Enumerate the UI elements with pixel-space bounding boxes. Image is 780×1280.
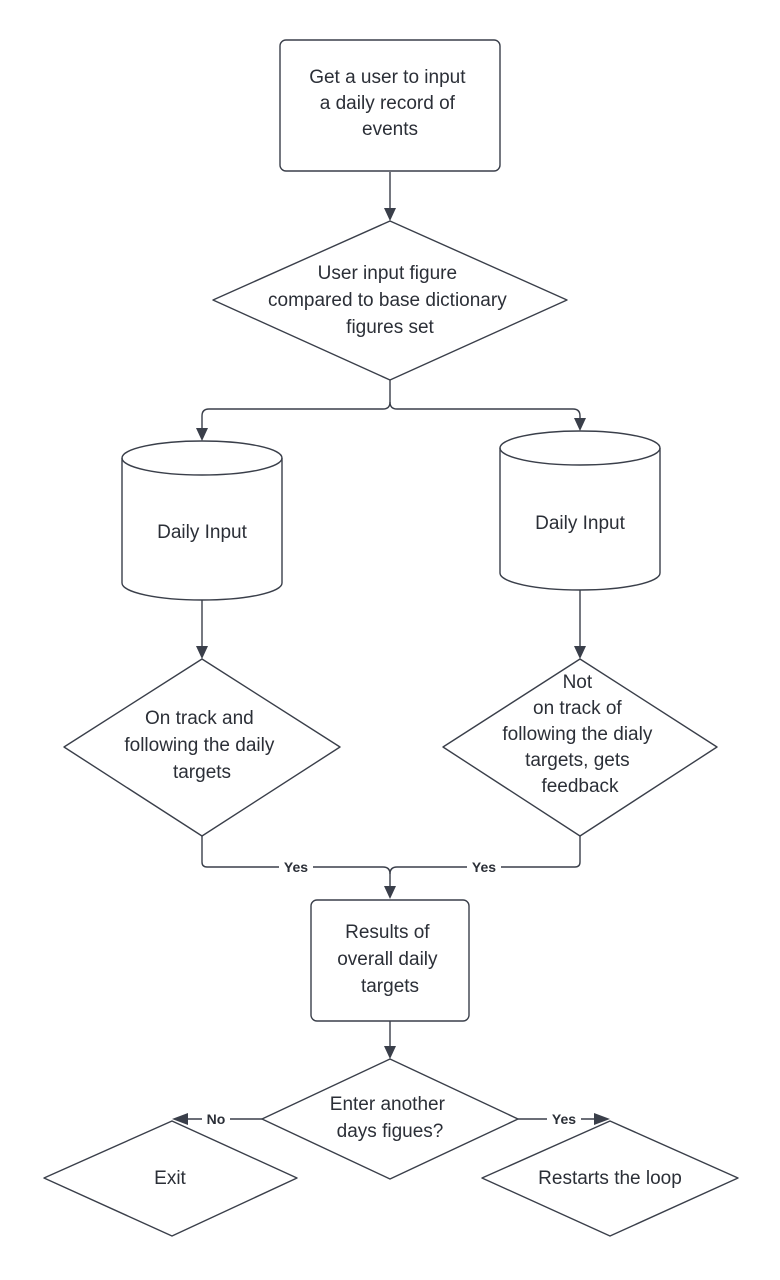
edges-layer: Yes Yes No Yes xyxy=(172,172,610,1128)
node-on-track-line: targets xyxy=(173,762,231,783)
edge-label-no: No xyxy=(207,1111,226,1127)
node-exit-line: Exit xyxy=(154,1168,186,1189)
node-daily-input-left-text: Daily Input xyxy=(157,522,247,543)
node-results-line: targets xyxy=(361,976,419,997)
node-not-on-track-line: on track of xyxy=(533,698,622,719)
node-results-line: Results of xyxy=(345,922,430,943)
node-results-line: overall daily xyxy=(337,949,438,970)
edge-start-to-compare xyxy=(384,172,396,221)
node-exit[interactable]: Exit xyxy=(43,1120,298,1237)
edge-label-yes-bottom: Yes xyxy=(552,1111,576,1127)
node-restart-text: Restarts the loop xyxy=(538,1168,682,1189)
node-another-day[interactable]: Enter another days figues? xyxy=(261,1058,519,1180)
edge-another-day-to-exit: No xyxy=(172,1110,262,1128)
edge-daily-input-right-to-not-on-track xyxy=(574,590,586,659)
edge-label-yes-right: Yes xyxy=(472,859,496,875)
node-restart[interactable]: Restarts the loop xyxy=(481,1120,739,1237)
edge-daily-input-left-to-on-track xyxy=(196,600,208,659)
node-compare-text: User input figure compared to base dicti… xyxy=(268,263,512,338)
node-compare-line: compared to base dictionary xyxy=(268,290,507,311)
node-results[interactable]: Results of overall daily targets xyxy=(310,899,470,1022)
edge-results-to-another-day xyxy=(384,1021,396,1059)
edge-compare-to-daily-input-right xyxy=(389,401,586,431)
node-compare-line: User input figure xyxy=(318,263,457,284)
node-on-track-line: On track and xyxy=(145,708,254,729)
node-daily-input-right[interactable]: Daily Input xyxy=(499,430,661,591)
node-not-on-track-line: Not xyxy=(563,672,593,693)
node-on-track[interactable]: On track and following the daily targets xyxy=(63,658,341,837)
node-not-on-track-text: Not on track of following the dialy targ… xyxy=(502,672,657,797)
edge-on-track-to-results: Yes xyxy=(201,836,396,899)
node-compare-line: figures set xyxy=(346,317,434,338)
edge-another-day-to-restart: Yes xyxy=(518,1110,610,1128)
node-another-day-line: days figues? xyxy=(337,1121,444,1142)
node-another-day-line: Enter another xyxy=(330,1094,446,1115)
node-start-line: Get a user to input xyxy=(309,67,466,88)
node-daily-input-left[interactable]: Daily Input xyxy=(121,440,283,601)
node-another-day-text: Enter another days figues? xyxy=(330,1094,450,1142)
node-exit-text: Exit xyxy=(154,1168,186,1189)
node-on-track-line: following the daily xyxy=(124,735,274,756)
edge-label-yes-left: Yes xyxy=(284,859,308,875)
nodes-layer: Get a user to input a daily record of ev… xyxy=(43,39,739,1237)
node-not-on-track-line: targets, gets xyxy=(525,750,630,771)
node-not-on-track-line: following the dialy xyxy=(502,724,652,745)
node-daily-input-left-line: Daily Input xyxy=(157,522,247,543)
node-start-line: a daily record of xyxy=(320,93,456,114)
node-start[interactable]: Get a user to input a daily record of ev… xyxy=(279,39,501,172)
node-results-text: Results of overall daily targets xyxy=(337,922,443,997)
node-start-line: events xyxy=(362,119,418,140)
node-not-on-track-line: feedback xyxy=(541,776,619,797)
edge-not-on-track-to-results: Yes xyxy=(389,836,581,875)
node-on-track-text: On track and following the daily targets xyxy=(124,708,279,783)
edge-compare-to-daily-input-left xyxy=(196,380,391,441)
node-daily-input-right-line: Daily Input xyxy=(535,513,625,534)
node-compare[interactable]: User input figure compared to base dicti… xyxy=(212,220,568,381)
node-restart-line: Restarts the loop xyxy=(538,1168,682,1189)
node-start-text: Get a user to input a daily record of ev… xyxy=(309,67,471,140)
node-not-on-track[interactable]: Not on track of following the dialy targ… xyxy=(442,658,718,837)
node-daily-input-right-text: Daily Input xyxy=(535,513,625,534)
